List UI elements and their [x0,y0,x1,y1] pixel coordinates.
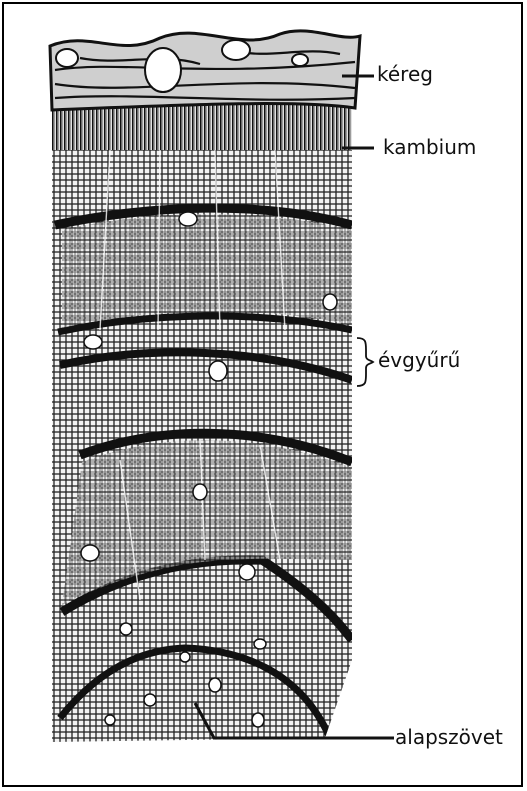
cambium-label: kambium [383,137,476,157]
annual-ring-brace [357,338,373,386]
section-body [40,30,370,750]
bark-layer [50,31,360,110]
pith-label: alapszövet [395,727,503,747]
bark-label: kéreg [377,64,433,84]
annual-ring-label: évgyűrű [378,350,460,370]
